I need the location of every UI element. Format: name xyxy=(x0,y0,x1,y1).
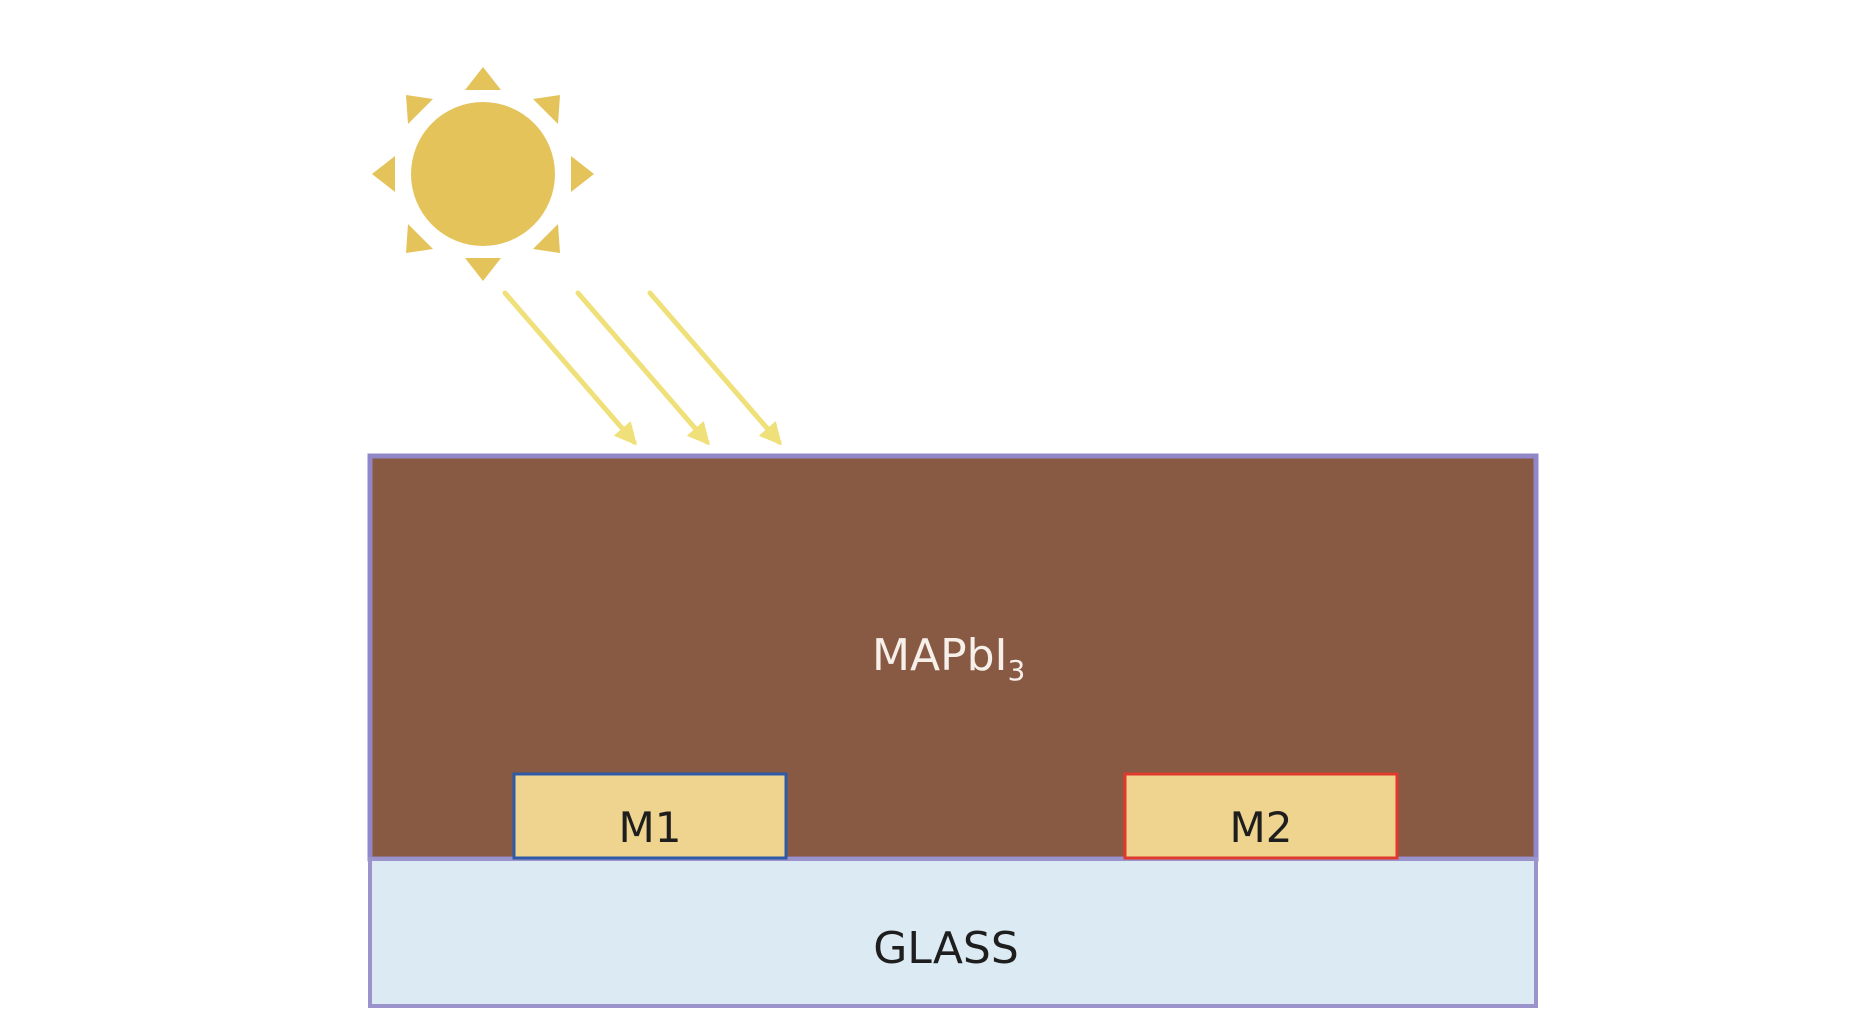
electrode-m1-label: M1 xyxy=(619,803,682,852)
glass-label: GLASS xyxy=(873,923,1019,974)
electrode-m2-label: M2 xyxy=(1230,803,1293,852)
sun-icon xyxy=(372,67,594,281)
sun-ray xyxy=(372,156,395,192)
sun-disc xyxy=(411,102,555,246)
light-ray-arrows xyxy=(502,290,782,446)
sun-ray xyxy=(465,258,501,281)
sun-ray xyxy=(406,224,433,253)
perovskite-label: MAPbI3 xyxy=(872,630,1025,687)
sun-ray xyxy=(533,224,560,253)
electrode-m1 xyxy=(512,772,788,860)
sun-ray xyxy=(533,95,560,124)
glass-substrate xyxy=(368,857,1538,1008)
electrode-m2 xyxy=(1123,772,1399,860)
sun-ray xyxy=(465,67,501,90)
light-ray-arrow xyxy=(647,290,782,446)
light-ray-arrow xyxy=(502,290,637,446)
sun-ray xyxy=(571,156,594,192)
perovskite-label-subscript: 3 xyxy=(1008,654,1026,687)
sun-ray xyxy=(406,95,433,124)
light-ray-arrow xyxy=(575,290,710,446)
